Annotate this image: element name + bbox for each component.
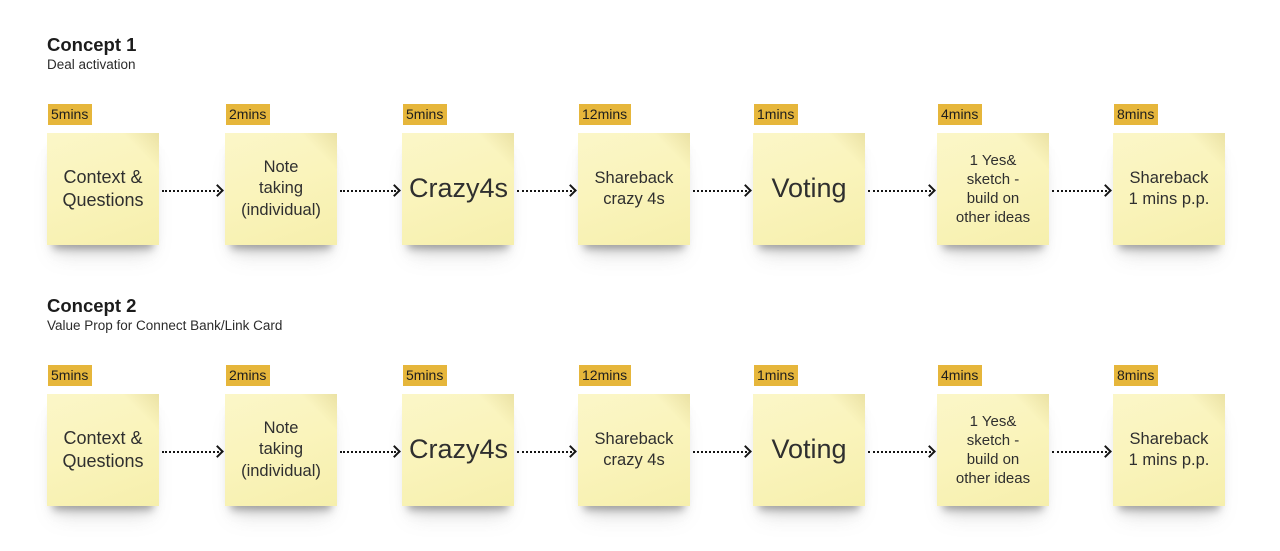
arrow-head-icon: [211, 183, 224, 197]
duration-label[interactable]: 4mins: [938, 365, 983, 386]
connector-arrow: [868, 183, 936, 197]
flow-step: 8mins Shareback 1 mins p.p.: [1113, 0, 1225, 250]
arrow-line: [693, 189, 747, 192]
duration-label[interactable]: 2mins: [226, 104, 271, 125]
connector-arrow: [517, 444, 577, 458]
arrow-head-icon: [923, 183, 936, 197]
sticky-note[interactable]: Shareback 1 mins p.p.: [1113, 133, 1225, 245]
duration-label[interactable]: 1mins: [754, 365, 799, 386]
sticky-note-text: Note taking (individual): [241, 158, 321, 219]
arrow-line: [162, 450, 219, 453]
arrow-line: [1052, 450, 1107, 453]
duration-label[interactable]: 2mins: [226, 365, 271, 386]
duration-label[interactable]: 5mins: [403, 104, 448, 125]
flow-step: 5mins Context & Questions: [47, 0, 159, 250]
sticky-note[interactable]: Crazy4s: [402, 133, 514, 245]
duration-label[interactable]: 12mins: [579, 104, 632, 125]
flow-step: 4mins 1 Yes& sketch - build on other ide…: [937, 261, 1049, 511]
concept-subtitle: Deal activation: [47, 57, 136, 72]
arrow-head-icon: [1099, 183, 1112, 197]
sticky-note-text: Shareback 1 mins p.p.: [1128, 168, 1210, 208]
duration-label[interactable]: 12mins: [579, 365, 632, 386]
sticky-note[interactable]: Context & Questions: [47, 133, 159, 245]
arrow-head-icon: [211, 444, 224, 458]
sticky-note-text: Note taking (individual): [241, 419, 321, 480]
connector-arrow: [1052, 183, 1112, 197]
flow-step: 1mins Voting: [753, 261, 865, 511]
arrow-head-icon: [1099, 444, 1112, 458]
arrow-head-icon: [564, 444, 577, 458]
sticky-note-text: Crazy4s: [409, 173, 509, 204]
concept-title: Concept 2: [47, 295, 137, 316]
flow-step: 5mins Crazy4s: [402, 261, 514, 511]
sticky-note-text: Context & Questions: [62, 166, 144, 210]
flow-step: 4mins 1 Yes& sketch - build on other ide…: [937, 0, 1049, 250]
arrow-head-icon: [923, 444, 936, 458]
arrow-line: [340, 450, 396, 453]
connector-arrow: [1052, 444, 1112, 458]
arrow-line: [868, 450, 931, 453]
connector-arrow: [162, 183, 224, 197]
sticky-note[interactable]: Note taking (individual): [225, 133, 337, 245]
sticky-note[interactable]: Shareback 1 mins p.p.: [1113, 394, 1225, 506]
duration-label[interactable]: 8mins: [1114, 365, 1159, 386]
arrow-line: [340, 189, 396, 192]
duration-label[interactable]: 1mins: [754, 104, 799, 125]
sticky-note[interactable]: Note taking (individual): [225, 394, 337, 506]
flow-step: 8mins Shareback 1 mins p.p.: [1113, 261, 1225, 511]
concept-subtitle: Value Prop for Connect Bank/Link Card: [47, 318, 283, 333]
connector-arrow: [340, 444, 401, 458]
sticky-note[interactable]: 1 Yes& sketch - build on other ideas: [937, 394, 1049, 506]
sticky-note-text: Shareback crazy 4s: [594, 429, 674, 469]
flow-step: 2mins Note taking (individual): [225, 261, 337, 511]
flow-step: 12mins Shareback crazy 4s: [578, 0, 690, 250]
concept-2-section: Concept 2 Value Prop for Connect Bank/Li…: [0, 261, 1280, 521]
flow-step: 2mins Note taking (individual): [225, 0, 337, 250]
sticky-note[interactable]: Shareback crazy 4s: [578, 394, 690, 506]
sticky-note-text: Crazy4s: [409, 434, 509, 465]
connector-arrow: [340, 183, 401, 197]
sticky-note[interactable]: Shareback crazy 4s: [578, 133, 690, 245]
sticky-note-text: 1 Yes& sketch - build on other ideas: [955, 151, 1031, 227]
arrow-line: [517, 450, 572, 453]
arrow-line: [693, 450, 747, 453]
duration-label[interactable]: 5mins: [48, 104, 93, 125]
sticky-note[interactable]: Crazy4s: [402, 394, 514, 506]
sticky-note-text: Context & Questions: [62, 427, 144, 471]
sticky-note[interactable]: Voting: [753, 394, 865, 506]
arrow-line: [517, 189, 572, 192]
sticky-note-text: Shareback crazy 4s: [594, 168, 674, 208]
sticky-note-text: Voting: [771, 434, 847, 465]
sticky-note[interactable]: Voting: [753, 133, 865, 245]
sticky-note[interactable]: Context & Questions: [47, 394, 159, 506]
sticky-note[interactable]: 1 Yes& sketch - build on other ideas: [937, 133, 1049, 245]
arrow-head-icon: [388, 183, 401, 197]
flow-step: 5mins Crazy4s: [402, 0, 514, 250]
sticky-note-text: 1 Yes& sketch - build on other ideas: [955, 412, 1031, 488]
flow-step: 1mins Voting: [753, 0, 865, 250]
connector-arrow: [868, 444, 936, 458]
duration-label[interactable]: 4mins: [938, 104, 983, 125]
duration-label[interactable]: 5mins: [403, 365, 448, 386]
sticky-note-text: Voting: [771, 173, 847, 204]
arrow-head-icon: [388, 444, 401, 458]
duration-label[interactable]: 5mins: [48, 365, 93, 386]
connector-arrow: [517, 183, 577, 197]
arrow-line: [162, 189, 219, 192]
flow-step: 5mins Context & Questions: [47, 261, 159, 511]
connector-arrow: [162, 444, 224, 458]
arrow-head-icon: [739, 183, 752, 197]
connector-arrow: [693, 444, 752, 458]
arrow-line: [1052, 189, 1107, 192]
connector-arrow: [693, 183, 752, 197]
flow-step: 12mins Shareback crazy 4s: [578, 261, 690, 511]
sticky-note-text: Shareback 1 mins p.p.: [1128, 429, 1210, 469]
concept-1-section: Concept 1 Deal activation 5mins Context …: [0, 0, 1280, 260]
concept-title: Concept 1: [47, 34, 137, 55]
duration-label[interactable]: 8mins: [1114, 104, 1159, 125]
arrow-line: [868, 189, 931, 192]
arrow-head-icon: [739, 444, 752, 458]
arrow-head-icon: [564, 183, 577, 197]
